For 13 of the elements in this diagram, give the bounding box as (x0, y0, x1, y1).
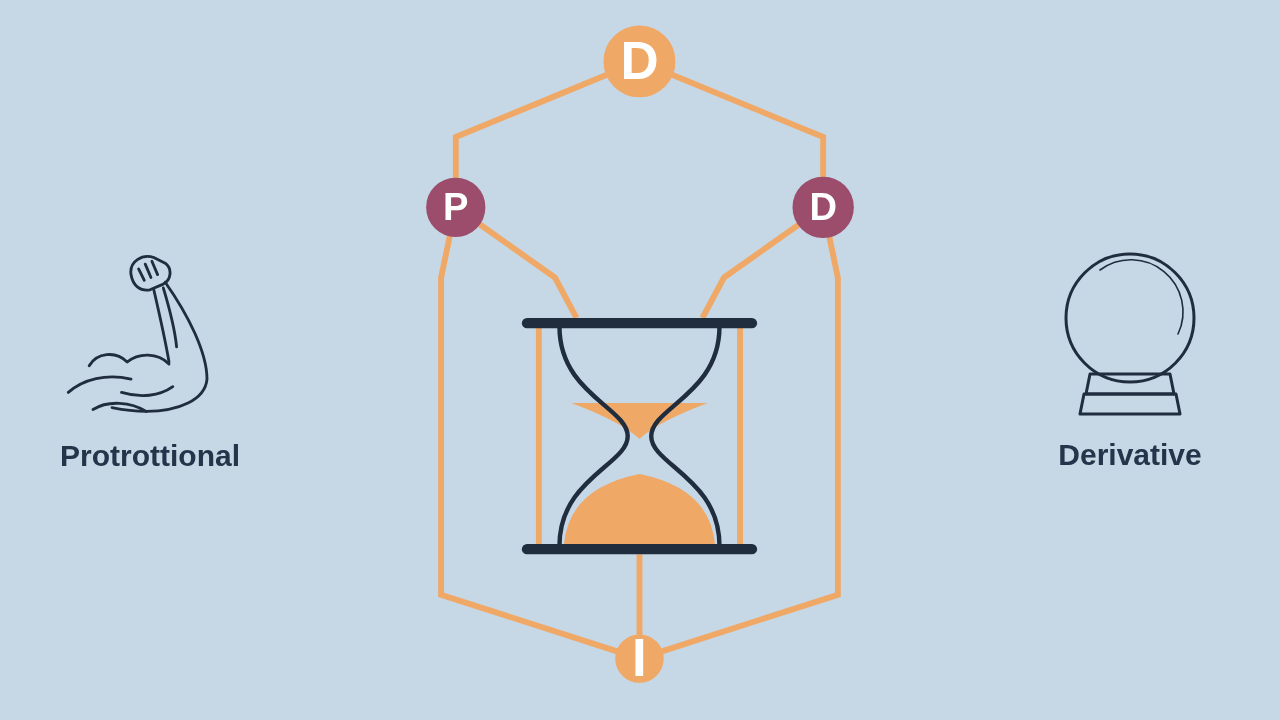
connector (670, 72, 827, 178)
icon-caption: Protrottional (60, 438, 240, 473)
connector (452, 72, 608, 179)
node-circle: I (615, 634, 664, 683)
connector (660, 236, 841, 655)
node-circle: P (426, 177, 486, 237)
connector (438, 234, 618, 655)
connector (699, 222, 801, 320)
icon-caption: Derivative (1058, 438, 1202, 472)
connector (636, 554, 643, 636)
node-circle: D (603, 25, 676, 98)
connector (477, 221, 580, 320)
node-circle: D (792, 176, 854, 238)
